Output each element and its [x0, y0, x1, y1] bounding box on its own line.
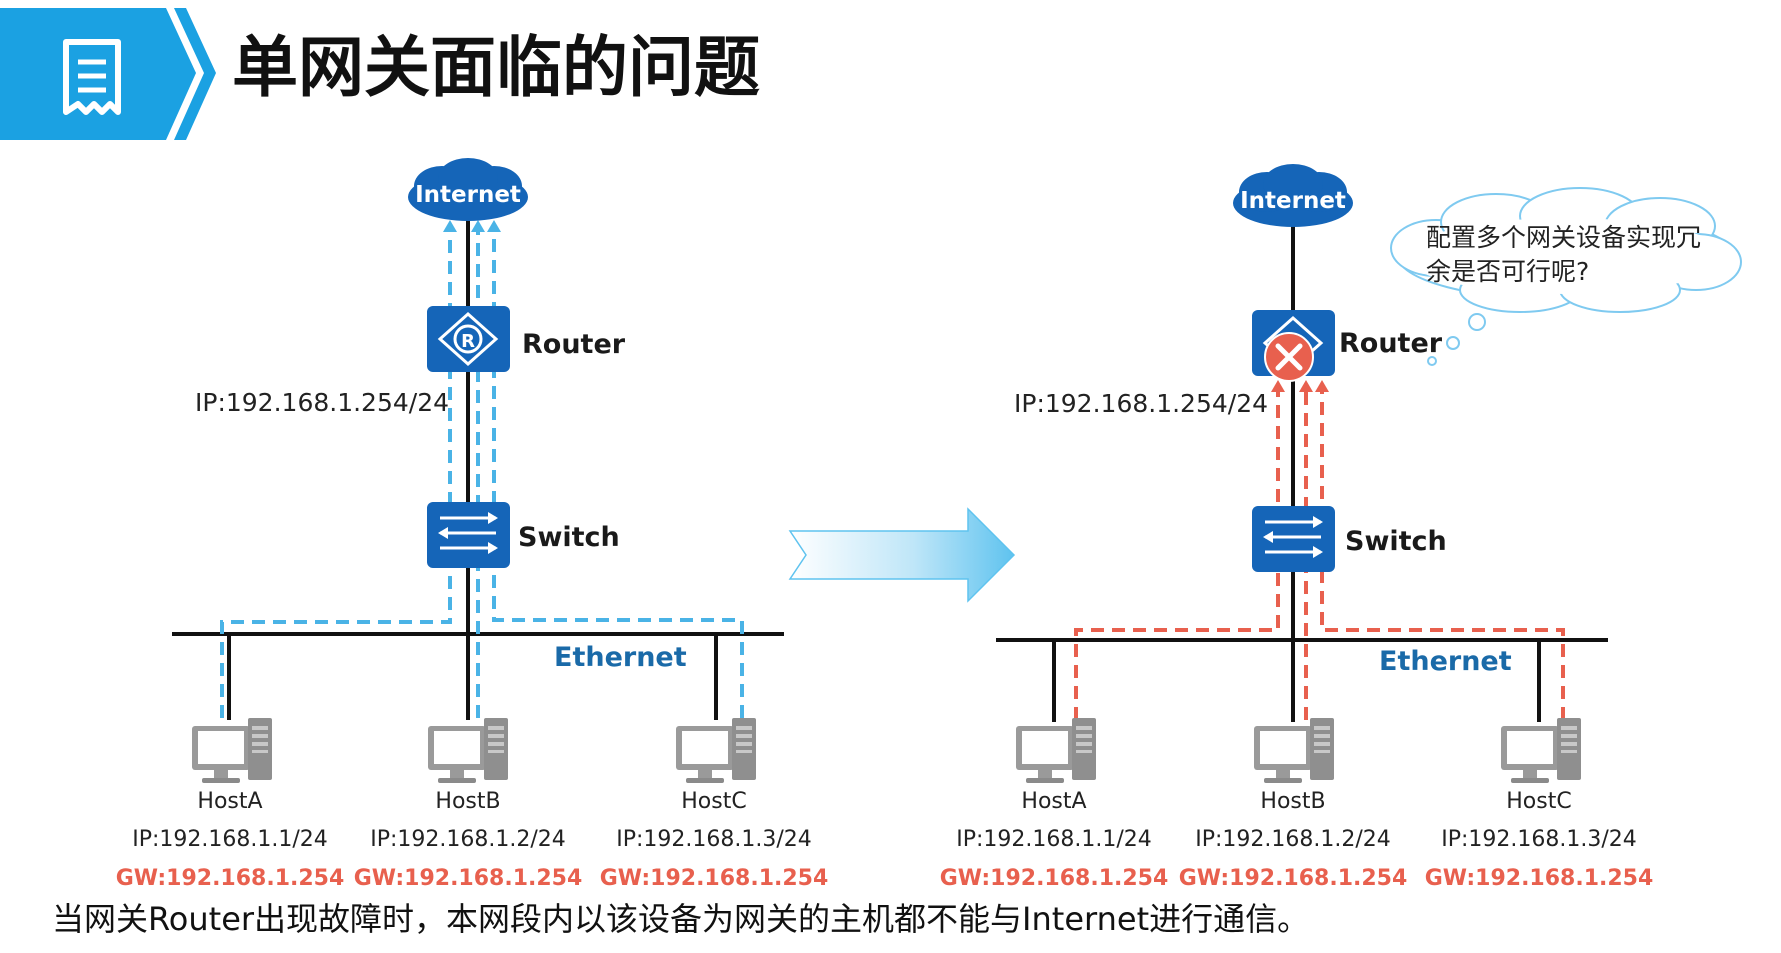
host-pc-icon [192, 718, 272, 783]
host-gateway: GW:192.168.1.254 [1179, 866, 1408, 891]
host-gateway: GW:192.168.1.254 [940, 866, 1169, 891]
router-ip-right: IP:192.168.1.254/24 [1014, 389, 1268, 418]
transition-arrow [788, 507, 1016, 603]
right-diagram: Internet Router IP:192.168.1.254/24 Swit… [940, 164, 1742, 891]
internet-cloud-left: Internet [408, 158, 528, 221]
host-name: HostA [197, 789, 262, 814]
internet-label-right: Internet [1240, 188, 1346, 214]
host-gateway: GW:192.168.1.254 [1425, 866, 1654, 891]
host-name: HostC [1506, 789, 1571, 814]
host-name: HostC [681, 789, 746, 814]
internet-label-left: Internet [415, 182, 521, 208]
left-diagram: Internet R Router IP:192.168.1.254/24 Sw… [116, 158, 829, 891]
internet-cloud-right: Internet [1233, 164, 1353, 227]
switch-label-right: Switch [1345, 526, 1447, 557]
host-name: HostB [435, 789, 500, 814]
host-ip: IP:192.168.1.2/24 [370, 827, 566, 852]
router-label-left: Router [522, 329, 626, 360]
thought-text-line1: 配置多个网关设备实现冗 [1426, 223, 1701, 252]
host-ip: IP:192.168.1.3/24 [1441, 827, 1637, 852]
document-icon [63, 39, 121, 115]
switch-icon-left [427, 502, 510, 568]
host-name: HostA [1021, 789, 1086, 814]
ethernet-label-right: Ethernet [1379, 646, 1512, 677]
thought-text-line2: 余是否可行呢? [1426, 257, 1589, 286]
switch-label-left: Switch [518, 522, 620, 553]
host-ip: IP:192.168.1.2/24 [1195, 827, 1391, 852]
host-gateway: GW:192.168.1.254 [600, 866, 829, 891]
router-icon-left: R [427, 306, 510, 372]
switch-icon-right [1252, 506, 1335, 572]
header-banner [0, 8, 216, 140]
ethernet-label-left: Ethernet [554, 642, 687, 673]
host-name: HostB [1260, 789, 1325, 814]
router-label-right: Router [1339, 328, 1443, 359]
page-title: 单网关面临的问题 [232, 29, 760, 106]
host-pc-icon [676, 718, 756, 783]
host-ip: IP:192.168.1.3/24 [616, 827, 812, 852]
host-pc-icon [1254, 718, 1334, 783]
host-gateway: GW:192.168.1.254 [354, 866, 583, 891]
host-pc-icon [1016, 718, 1096, 783]
footer-caption: 当网关Router出现故障时，本网段内以该设备为网关的主机都不能与Interne… [52, 900, 1309, 938]
failure-x-icon [1264, 332, 1314, 382]
thought-bubble: 配置多个网关设备实现冗 余是否可行呢? [1390, 187, 1742, 366]
host-ip: IP:192.168.1.1/24 [956, 827, 1152, 852]
host-pc-icon [428, 718, 508, 783]
host-ip: IP:192.168.1.1/24 [132, 827, 328, 852]
svg-text:R: R [461, 331, 475, 352]
host-pc-icon [1501, 718, 1581, 783]
router-ip-left: IP:192.168.1.254/24 [195, 388, 449, 417]
host-gateway: GW:192.168.1.254 [116, 866, 345, 891]
